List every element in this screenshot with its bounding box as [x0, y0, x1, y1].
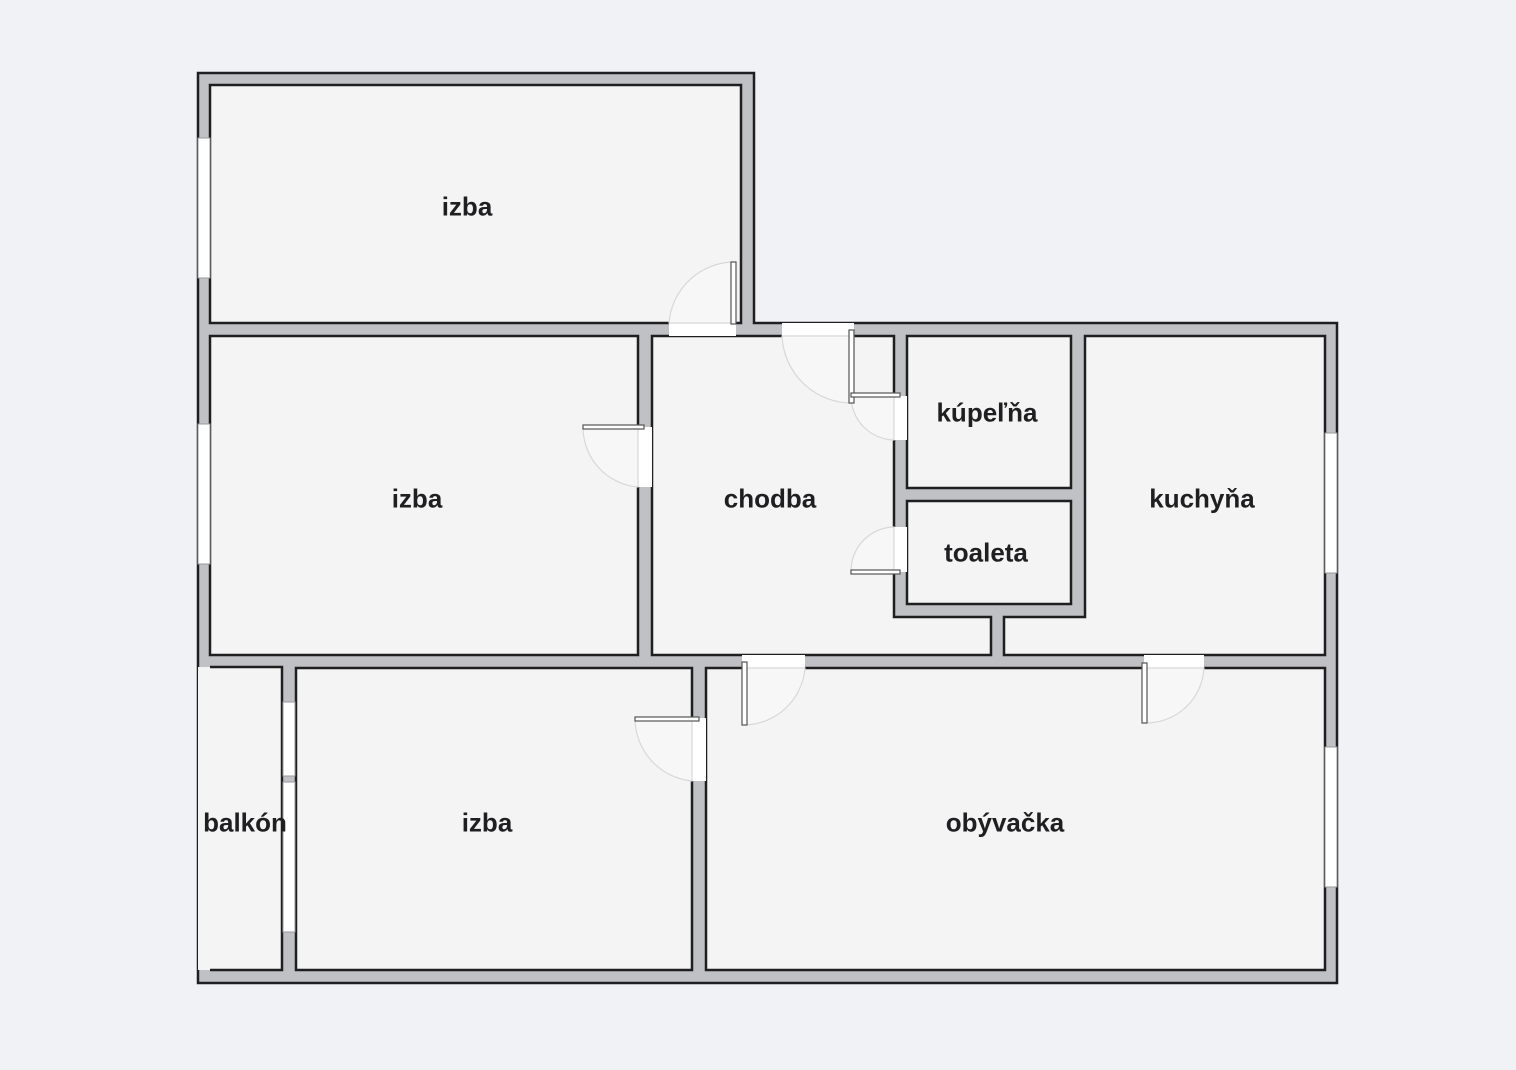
floor-obyvacka [704, 666, 1327, 972]
windows [197, 137, 1338, 933]
room-label-balkon: balkón [203, 807, 287, 838]
door-obyvacka-left [743, 667, 806, 726]
room-floors [198, 83, 1327, 972]
room-label-izba-2: izba [391, 483, 443, 514]
floor-chodba [650, 334, 993, 657]
door-obyvacka-right [1144, 667, 1205, 724]
room-label-kuchyna: kuchyňa [1149, 483, 1255, 514]
room-label-toaleta: toaleta [944, 537, 1028, 568]
window-izba-2 [197, 423, 211, 565]
door-izba-2 [582, 426, 639, 488]
room-label-chodba: chodba [723, 483, 817, 514]
floor-izba-3 [294, 666, 694, 972]
window-obyvacka [1324, 746, 1338, 888]
floor-balkon [198, 667, 282, 970]
door-izba-3 [634, 717, 693, 782]
floor-kuchyna [1002, 334, 1327, 657]
floor-kupelna [905, 334, 1073, 490]
floor-izba-1 [208, 83, 743, 325]
door-izba-1 [668, 261, 736, 324]
window-balkon-2 [282, 781, 296, 933]
window-izba-1 [197, 137, 211, 279]
room-label-kupelna: kúpeľňa [936, 397, 1038, 428]
floor-izba-2 [208, 334, 640, 657]
room-label-izba-1: izba [441, 191, 493, 222]
door-toaleta [850, 526, 895, 573]
room-label-obyvacka: obývačka [945, 807, 1065, 838]
window-balkon-1 [282, 701, 296, 777]
window-kuchyna [1324, 432, 1338, 574]
door-openings [638, 323, 1204, 781]
doors [582, 261, 1205, 782]
door-chodba-top [781, 335, 855, 404]
room-label-izba-3: izba [461, 807, 513, 838]
floor-toaleta [905, 499, 1073, 606]
